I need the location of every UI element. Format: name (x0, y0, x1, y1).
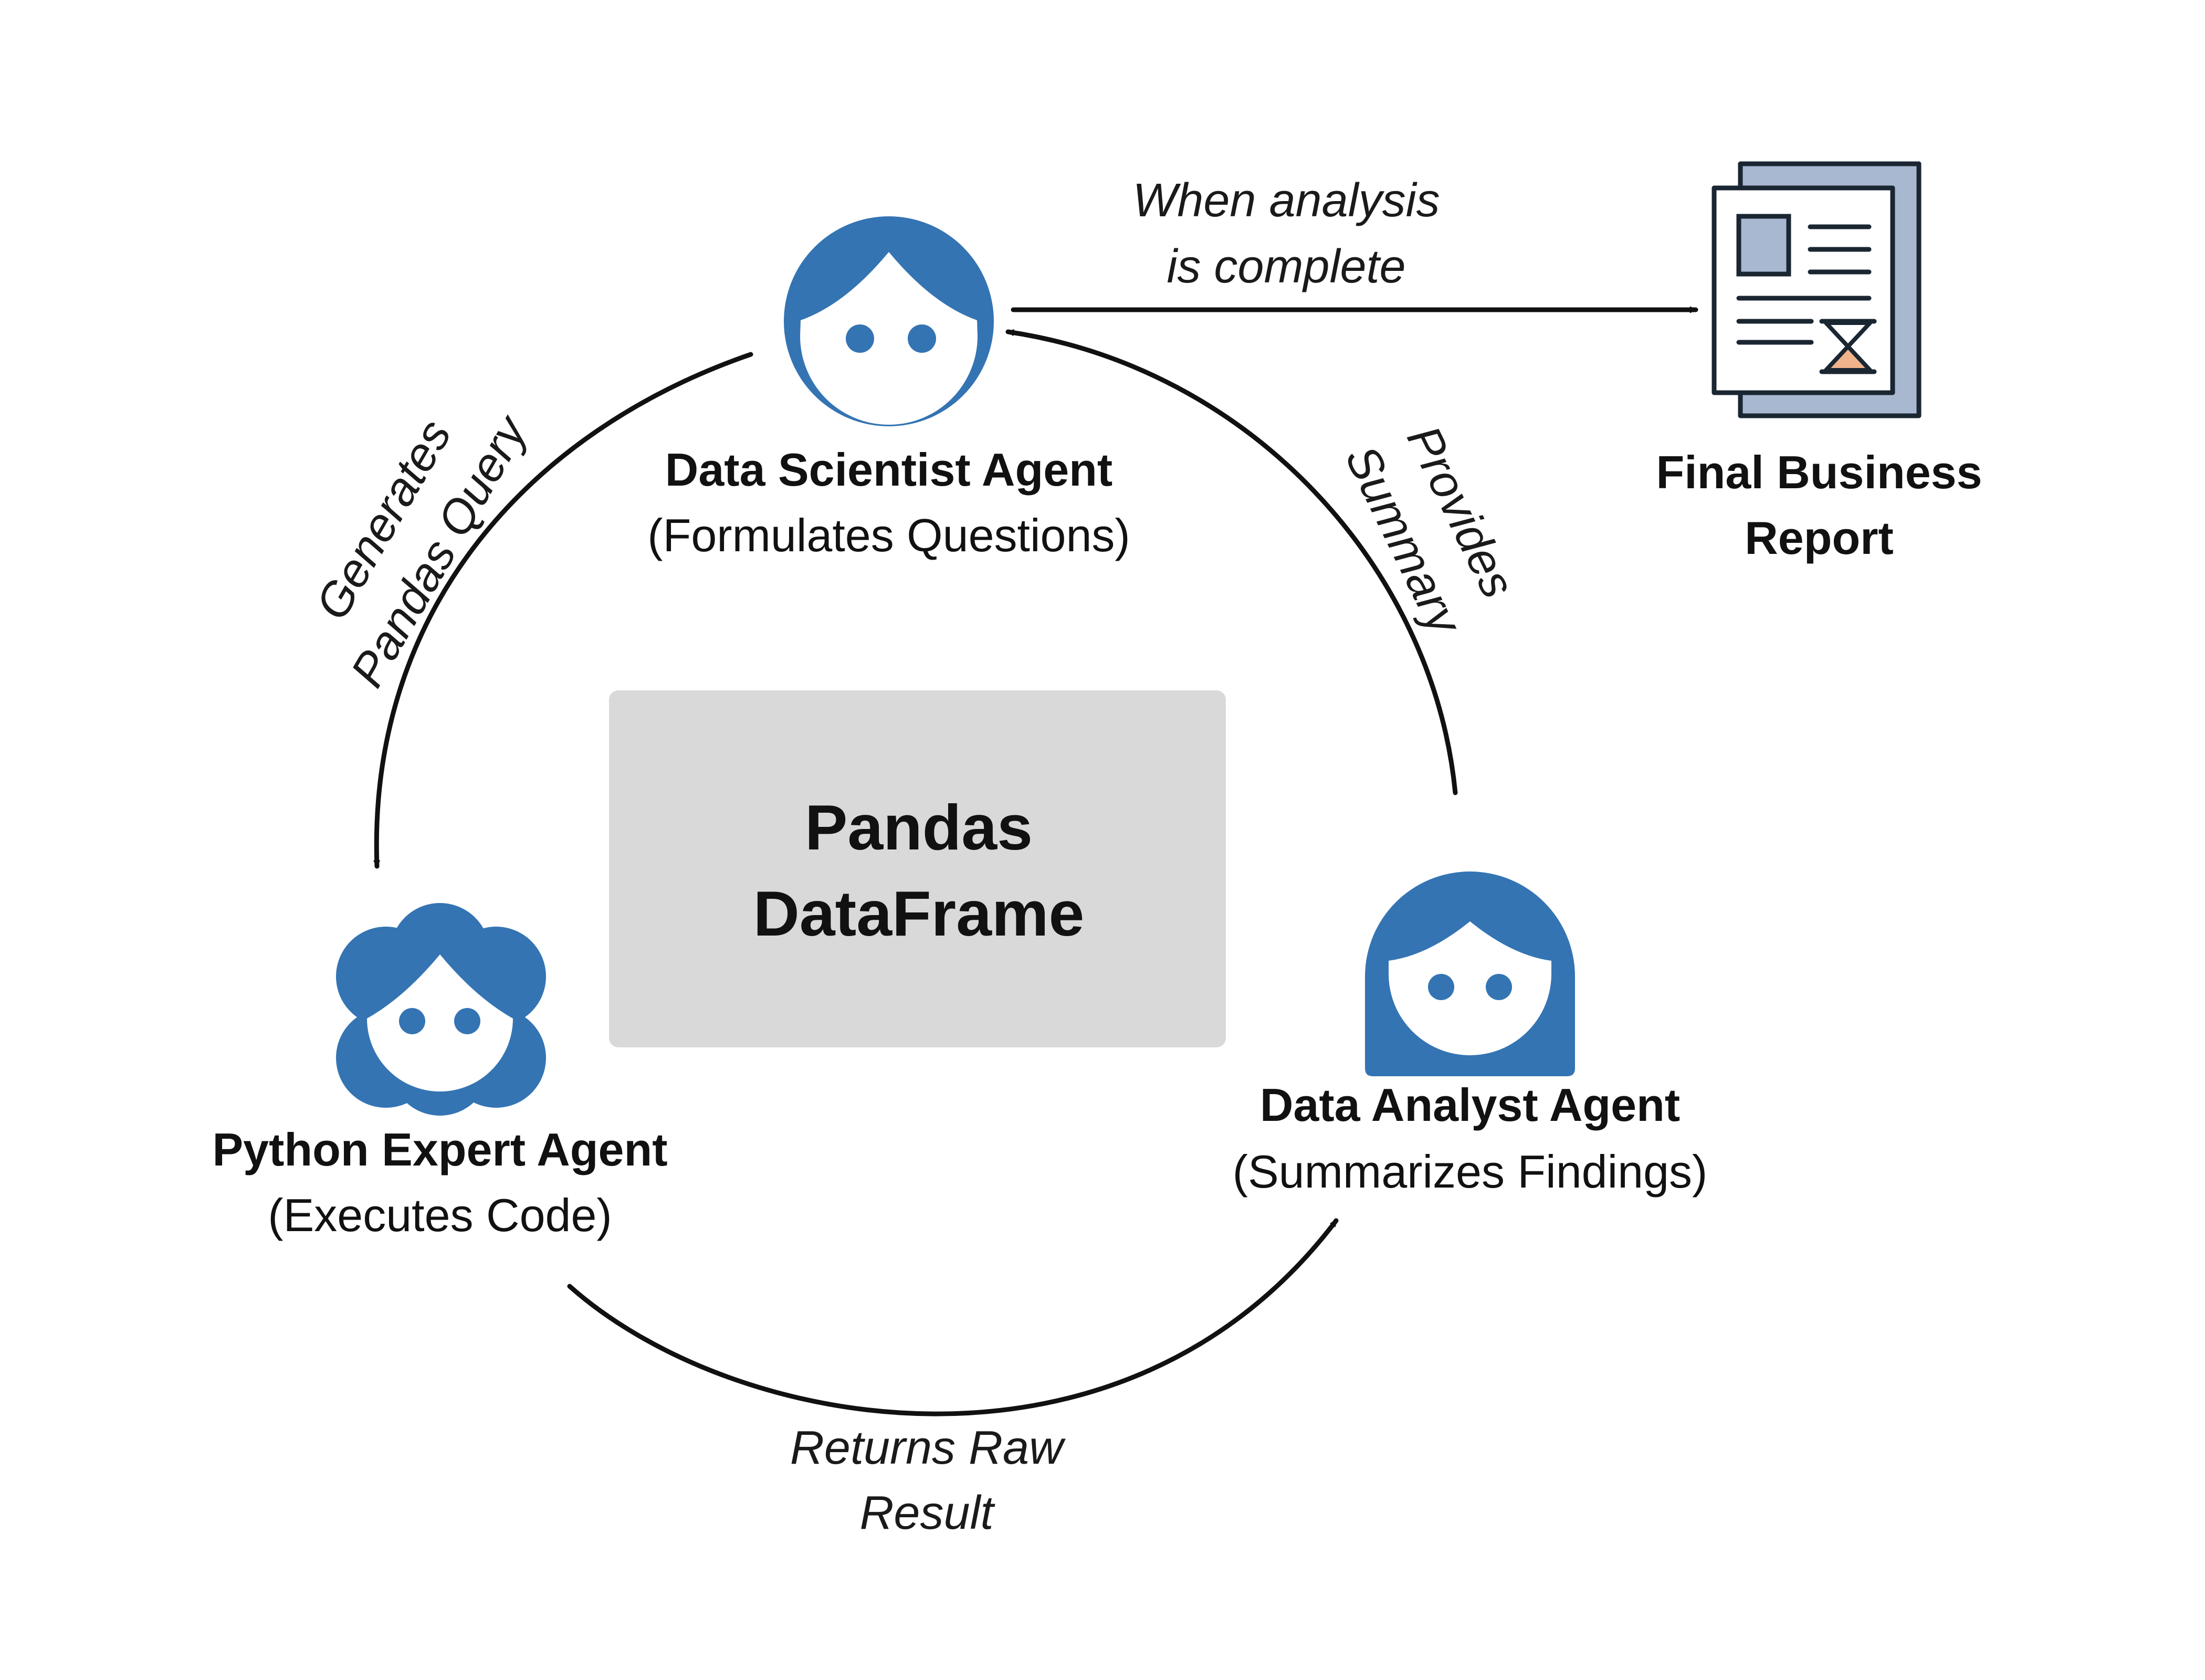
returns-result-arrow (567, 1218, 1339, 1416)
generates-query-arrow (373, 352, 753, 869)
data-scientist-agent-name: Data Scientist Agent (665, 444, 1112, 496)
document-report-icon (1712, 161, 1922, 418)
pandas-dataframe-box: Pandas DataFrame (609, 690, 1226, 1047)
report-label-line1: Final Business (1656, 446, 1982, 498)
data-analyst-agent-label: Data Analyst Agent (Summarizes Findings) (1233, 1079, 1708, 1198)
python-expert-agent-role: (Executes Code) (268, 1189, 612, 1241)
data-analyst-agent-name: Data Analyst Agent (1260, 1079, 1680, 1131)
edge-label-line1: When analysis (1132, 174, 1440, 227)
provides-summary-arrow (1005, 329, 1458, 795)
edge-label-generates-query: Generates Pandas Query (306, 406, 539, 696)
person-avatar-icon (784, 216, 994, 426)
edge-label-returns-result: Returns Raw Result (790, 1422, 1066, 1539)
person-long-hair-avatar-icon (1365, 872, 1575, 1076)
final-business-report-label: Final Business Report (1656, 446, 1982, 564)
person-curly-hair-avatar-icon (336, 903, 546, 1116)
pandas-dataframe-label-line2: DataFrame (753, 878, 1085, 949)
python-expert-agent-name: Python Expert Agent (212, 1124, 667, 1175)
edge-label-when-analysis-complete: When analysis is complete (1132, 174, 1440, 293)
data-analyst-agent-role: (Summarizes Findings) (1233, 1146, 1708, 1198)
pandas-dataframe-label-line1: Pandas (805, 792, 1033, 863)
python-expert-agent-label: Python Expert Agent (Executes Code) (212, 1124, 667, 1241)
edge-label-provides-summary: Provides Summary (1335, 418, 1525, 645)
data-scientist-agent-role: (Formulates Questions) (647, 509, 1130, 561)
data-scientist-agent-label: Data Scientist Agent (Formulates Questio… (647, 444, 1130, 561)
edge-label-line1: Returns Raw (790, 1422, 1066, 1474)
edge-label-line2: Result (859, 1487, 995, 1539)
report-label-line2: Report (1745, 512, 1894, 564)
edge-label-line2: is complete (1167, 240, 1405, 293)
